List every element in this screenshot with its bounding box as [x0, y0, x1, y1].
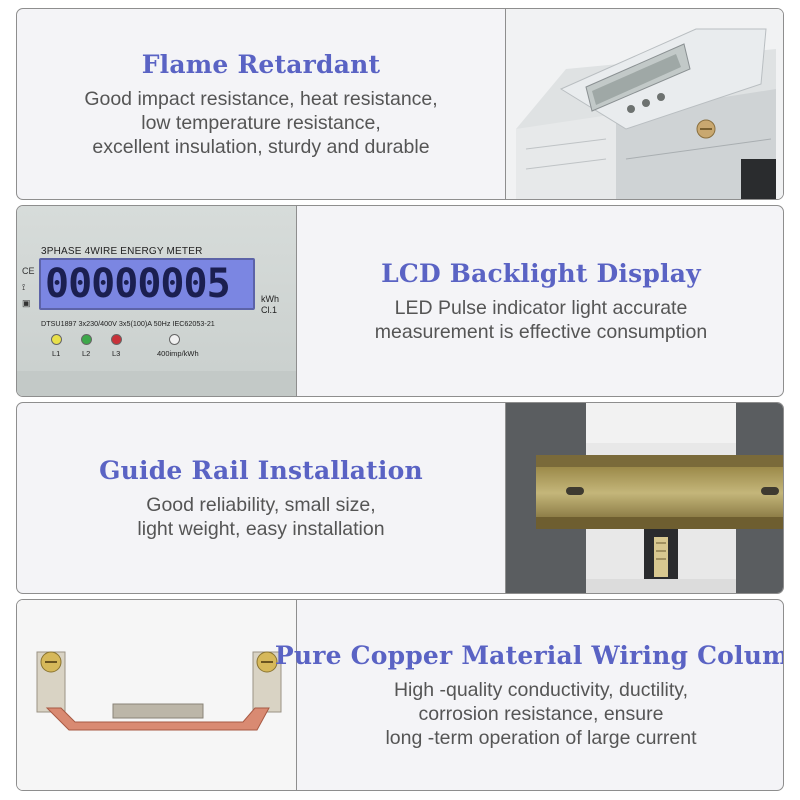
copper-busbar-photo	[17, 600, 297, 790]
led-l1	[51, 334, 62, 345]
description-line: long -term operation of large current	[385, 726, 697, 749]
description-line: low temperature resistance,	[141, 111, 381, 134]
double-insulation-icon: ▣	[22, 298, 31, 308]
description-line: LED Pulse indicator light accurate	[394, 296, 688, 319]
feature-text: Guide Rail Installation Good reliability…	[17, 403, 505, 593]
led-label: L2	[82, 349, 91, 358]
feature-panel-lcd-display: 3PHASE 4WIRE ENERGY METER CE ⟟ ▣ 0000000…	[16, 205, 784, 397]
feature-panel-guide-rail: Guide Rail Installation Good reliability…	[16, 402, 784, 594]
feature-text: LCD Backlight Display LED Pulse indicato…	[297, 206, 783, 396]
meter-header: 3PHASE 4WIRE ENERGY METER	[41, 246, 203, 257]
description-line: measurement is effective consumption	[374, 320, 708, 343]
feature-panel-flame-retardant: Flame Retardant Good impact resistance, …	[16, 8, 784, 200]
pulse-led	[169, 334, 180, 345]
class-label: Cl.1	[261, 305, 278, 315]
meter-bottom-edge	[17, 371, 296, 396]
feature-description: LED Pulse indicator light accurate measu…	[375, 296, 707, 344]
feature-title: LCD Backlight Display	[381, 258, 701, 288]
led-label: L3	[112, 349, 121, 358]
feature-panel-copper-wiring: Pure Copper Material Wiring Column High …	[16, 599, 784, 791]
feature-title: Guide Rail Installation	[99, 455, 423, 485]
wiring-icon: ⟟	[22, 282, 26, 292]
pulse-label: 400imp/kWh	[157, 349, 199, 358]
meter-face: 3PHASE 4WIRE ENERGY METER CE ⟟ ▣ 0000000…	[17, 206, 296, 396]
feature-description: Good impact resistance, heat resistance,…	[84, 87, 437, 159]
description-line: excellent insulation, sturdy and durable	[92, 135, 430, 158]
led-label: L1	[52, 349, 61, 358]
description-line: light weight, easy installation	[137, 517, 385, 540]
feature-title: Flame Retardant	[141, 49, 381, 79]
lcd-display-photo: 3PHASE 4WIRE ENERGY METER CE ⟟ ▣ 0000000…	[17, 206, 297, 396]
feature-text: Pure Copper Material Wiring Column High …	[275, 600, 783, 790]
lcd-reading: 00000005	[39, 258, 255, 310]
feature-description: Good reliability, small size, light weig…	[137, 493, 384, 541]
meter-front-photo	[505, 9, 783, 199]
din-rail-photo	[505, 403, 783, 593]
feature-title: Pure Copper Material Wiring Column	[274, 640, 784, 670]
feature-text: Flame Retardant Good impact resistance, …	[17, 9, 505, 199]
meter-specs: DTSU1897 3x230/400V 3x5(100)A 50Hz IEC62…	[41, 319, 215, 328]
description-line: corrosion resistance, ensure	[418, 702, 664, 725]
description-line: Good impact resistance, heat resistance,	[84, 87, 438, 110]
description-line: Good reliability, small size,	[146, 493, 376, 516]
led-l2	[81, 334, 92, 345]
feature-description: High -quality conductivity, ductility, c…	[385, 678, 696, 750]
ce-mark: CE	[22, 266, 35, 276]
description-line: High -quality conductivity, ductility,	[393, 678, 689, 701]
unit-label: kWh	[261, 294, 279, 304]
led-l3	[111, 334, 122, 345]
